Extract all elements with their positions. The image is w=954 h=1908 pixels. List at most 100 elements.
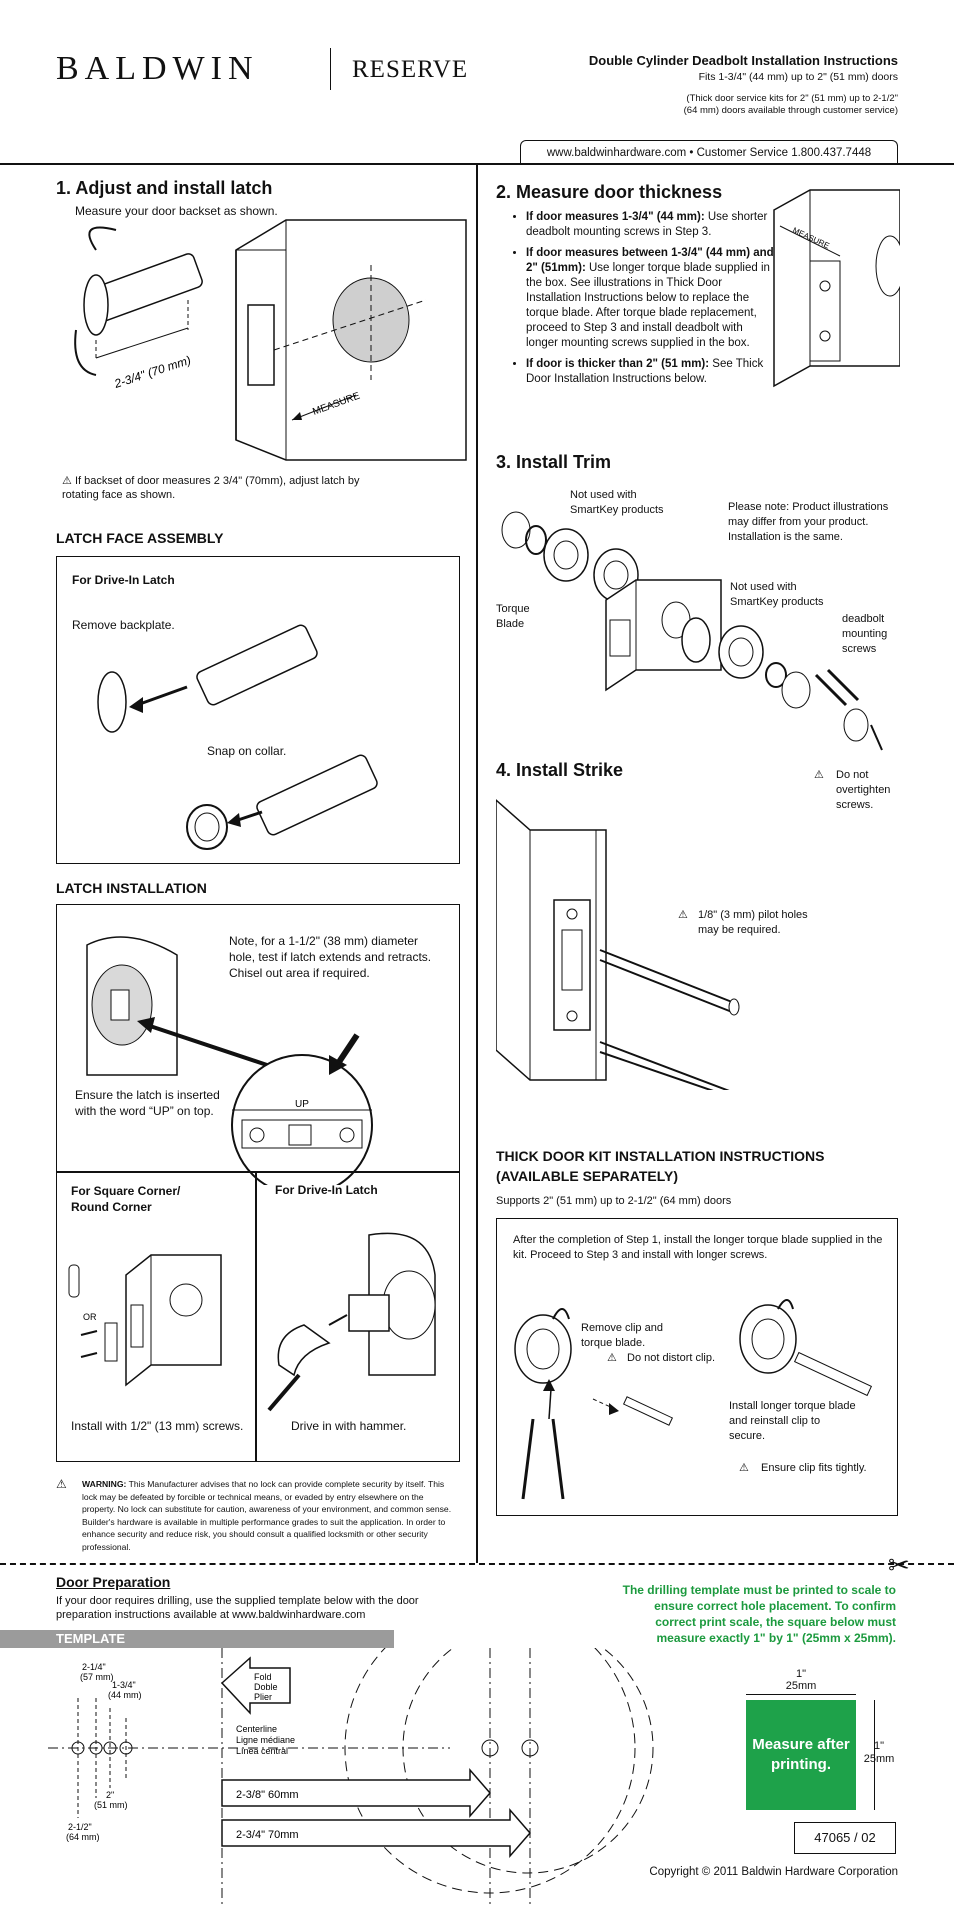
fold-label-es: Plier (254, 1692, 272, 1702)
thick-kit-supports: Supports 2" (51 mm) up to 2-1/2" (64 mm)… (496, 1195, 732, 1207)
backset-70-label: 2-3/4" 70mm (236, 1829, 299, 1841)
distort-text: Do not distort clip. (627, 1352, 716, 1364)
overtighten-text: Do not overtighten screws. (836, 769, 891, 811)
square-corner-title: For Square Corner/ Round Corner (71, 1184, 181, 1214)
hammer-note: Drive in with hammer. (291, 1419, 407, 1433)
distort-warning: ⚠ Do not distort clip. (607, 1351, 737, 1366)
warning-icon: ⚠ (56, 1477, 67, 1491)
step4-title: 4. Install Strike (496, 760, 624, 780)
latch-face-illustration (97, 624, 378, 850)
pilot-hole-text: 1/8" (3 mm) pilot holes may be required. (698, 909, 808, 936)
torque-blade-label: Torque Blade (496, 603, 530, 630)
door-thickness-illustration: MEASURE (773, 189, 900, 388)
step1-title: 1. Adjust and install latch (56, 178, 273, 198)
step2-bullet-3: If door is thicker than 2" (51 mm): See … (526, 357, 776, 387)
not-used-label-1: Not used with SmartKey products (570, 489, 664, 516)
latch-face-box: For Drive-In Latch Remove backplate. Sna… (56, 556, 460, 864)
step1-warning: ⚠ If backset of door measures 2 3/4" (70… (62, 474, 362, 502)
warning-icon: ⚠ (62, 475, 72, 487)
torque-blade-illustration (514, 1299, 873, 1500)
pilot-hole-note: ⚠ 1/8" (3 mm) pilot holes may be require… (678, 908, 828, 938)
backset-dimension: 2-3/4" (70 mm) (112, 353, 193, 391)
warning-icon: ⚠ (739, 1462, 749, 1474)
screw-install-illustration: OR (68, 1254, 222, 1387)
print-scale-note: The drilling template must be printed to… (622, 1583, 896, 1645)
warning-icon: ⚠ (814, 769, 824, 781)
latch-install-divider-h (57, 1171, 459, 1173)
warning-text: This Manufacturer advises that no lock c… (82, 1479, 452, 1552)
fits-note: Fits 1-3/4" (44 mm) up to 2" (51 mm) doo… (698, 71, 898, 83)
clip-fit-text: Ensure clip fits tightly. (761, 1462, 867, 1474)
square-height-line (874, 1700, 875, 1810)
centerline-label-en: Centerline (236, 1724, 277, 1734)
warning-label: WARNING: (82, 1479, 127, 1489)
install-blade-label: Install longer torque blade and reinstal… (729, 1400, 856, 1442)
latch-insert-illustration: UP (86, 936, 373, 1185)
thick-kit-title: THICK DOOR KIT INSTALLATION INSTRUCTIONS… (496, 1148, 825, 1184)
step2-bullet-1: If door measures 1-3/4" (44 mm): Use sho… (526, 210, 776, 240)
brand-logo: BALDWIN (56, 50, 259, 87)
square-height-label: 1" 25mm (862, 1740, 896, 1766)
dim-134: 1-3/4" (112, 1680, 136, 1690)
step1-instruction: Measure your door backset as shown. (75, 204, 278, 218)
not-used-label-2: Not used with SmartKey products (730, 581, 824, 608)
sub-brand-logo: RESERVE (352, 56, 469, 83)
dim-214-mm: (57 mm) (80, 1672, 114, 1682)
template-bar: TEMPLATE (0, 1630, 394, 1648)
or-label: OR (83, 1312, 97, 1322)
clip-fit-warning: ⚠ Ensure clip fits tightly. (739, 1461, 889, 1476)
thick-kit-intro: After the completion of Step 1, install … (513, 1234, 883, 1261)
remove-backplate-label: Remove backplate. (72, 618, 175, 632)
backset-illustration: MEASURE 2-3/4" (70 mm) (74, 219, 467, 461)
square-height-in: 1" (873, 1740, 885, 1752)
logo-divider (330, 48, 331, 90)
dim-2-mm: (51 mm) (94, 1800, 128, 1810)
step1-warning-text: If backset of door measures 2 3/4" (70mm… (62, 475, 360, 501)
latch-install-divider-v (255, 1171, 257, 1461)
security-warning: ⚠ WARNING: This Manufacturer advises tha… (56, 1478, 458, 1553)
warning-icon: ⚠ (607, 1352, 617, 1364)
drive-in-title: For Drive-In Latch (275, 1183, 378, 1197)
square-width-in: 1" (795, 1668, 807, 1680)
column-divider (476, 163, 478, 1563)
overtighten-warning: ⚠ Do not overtighten screws. (814, 768, 904, 813)
dim-2: 2" (106, 1790, 114, 1800)
up-instruction: Ensure the latch is inserted with the wo… (75, 1088, 220, 1118)
website-link[interactable]: www.baldwinhardware.com • Customer Servi… (520, 140, 898, 165)
warning-icon: ⚠ (678, 909, 688, 921)
product-note: Please note: Product illustrations may d… (728, 501, 889, 543)
step3-title: 3. Install Trim (496, 452, 612, 472)
drilling-template: Fold Doble Plier Centerline Ligne médian… (48, 1648, 654, 1908)
square-height-mm: 25mm (863, 1753, 895, 1765)
screw-size-note: Install with 1/2" (13 mm) screws. (71, 1419, 244, 1433)
calibration-square: Measure after printing. (746, 1700, 856, 1810)
fold-label-en: Fold (254, 1672, 272, 1682)
document-code: 47065 / 02 (794, 1822, 896, 1854)
cut-line (0, 1563, 954, 1565)
scissors-icon: ✂ (888, 1550, 910, 1580)
document-title: Double Cylinder Deadbolt Installation In… (588, 53, 898, 68)
thick-kit-box: After the completion of Step 1, install … (496, 1218, 898, 1516)
dim-212-mm: (64 mm) (66, 1832, 100, 1842)
square-width-line (746, 1694, 856, 1695)
chisel-note: Note, for a 1-1/2" (38 mm) diameter hole… (229, 934, 432, 980)
strike-illustration (496, 798, 740, 1090)
step2-bullet-2: If door measures between 1-3/4" (44 mm) … (526, 246, 776, 351)
centerline-label-es: Línea central (236, 1746, 288, 1756)
thick-door-note: (Thick door service kits for 2" (51 mm) … (683, 93, 898, 116)
fold-label-fr: Doble (254, 1682, 278, 1692)
step2-title: 2. Measure door thickness (496, 182, 723, 202)
latch-face-title: LATCH FACE ASSEMBLY (56, 530, 224, 546)
square-width-label: 1" 25mm (746, 1668, 856, 1692)
door-prep-title: Door Preparation (56, 1574, 171, 1590)
dim-214: 2-1/4" (82, 1662, 106, 1672)
door-prep-text: If your door requires drilling, use the … (56, 1595, 419, 1621)
square-width-mm: 25mm (785, 1680, 817, 1692)
latch-install-box: Note, for a 1-1/2" (38 mm) diameter hole… (56, 904, 460, 1462)
hammer-illustration (267, 1232, 436, 1412)
trim-exploded-illustration (501, 511, 883, 751)
step2-list: If door measures 1-3/4" (44 mm): Use sho… (512, 210, 776, 393)
mounting-screws-label: deadbolt mounting screws (842, 613, 888, 655)
backset-60-label: 2-3/8" 60mm (236, 1789, 299, 1801)
up-marker: UP (295, 1099, 309, 1110)
